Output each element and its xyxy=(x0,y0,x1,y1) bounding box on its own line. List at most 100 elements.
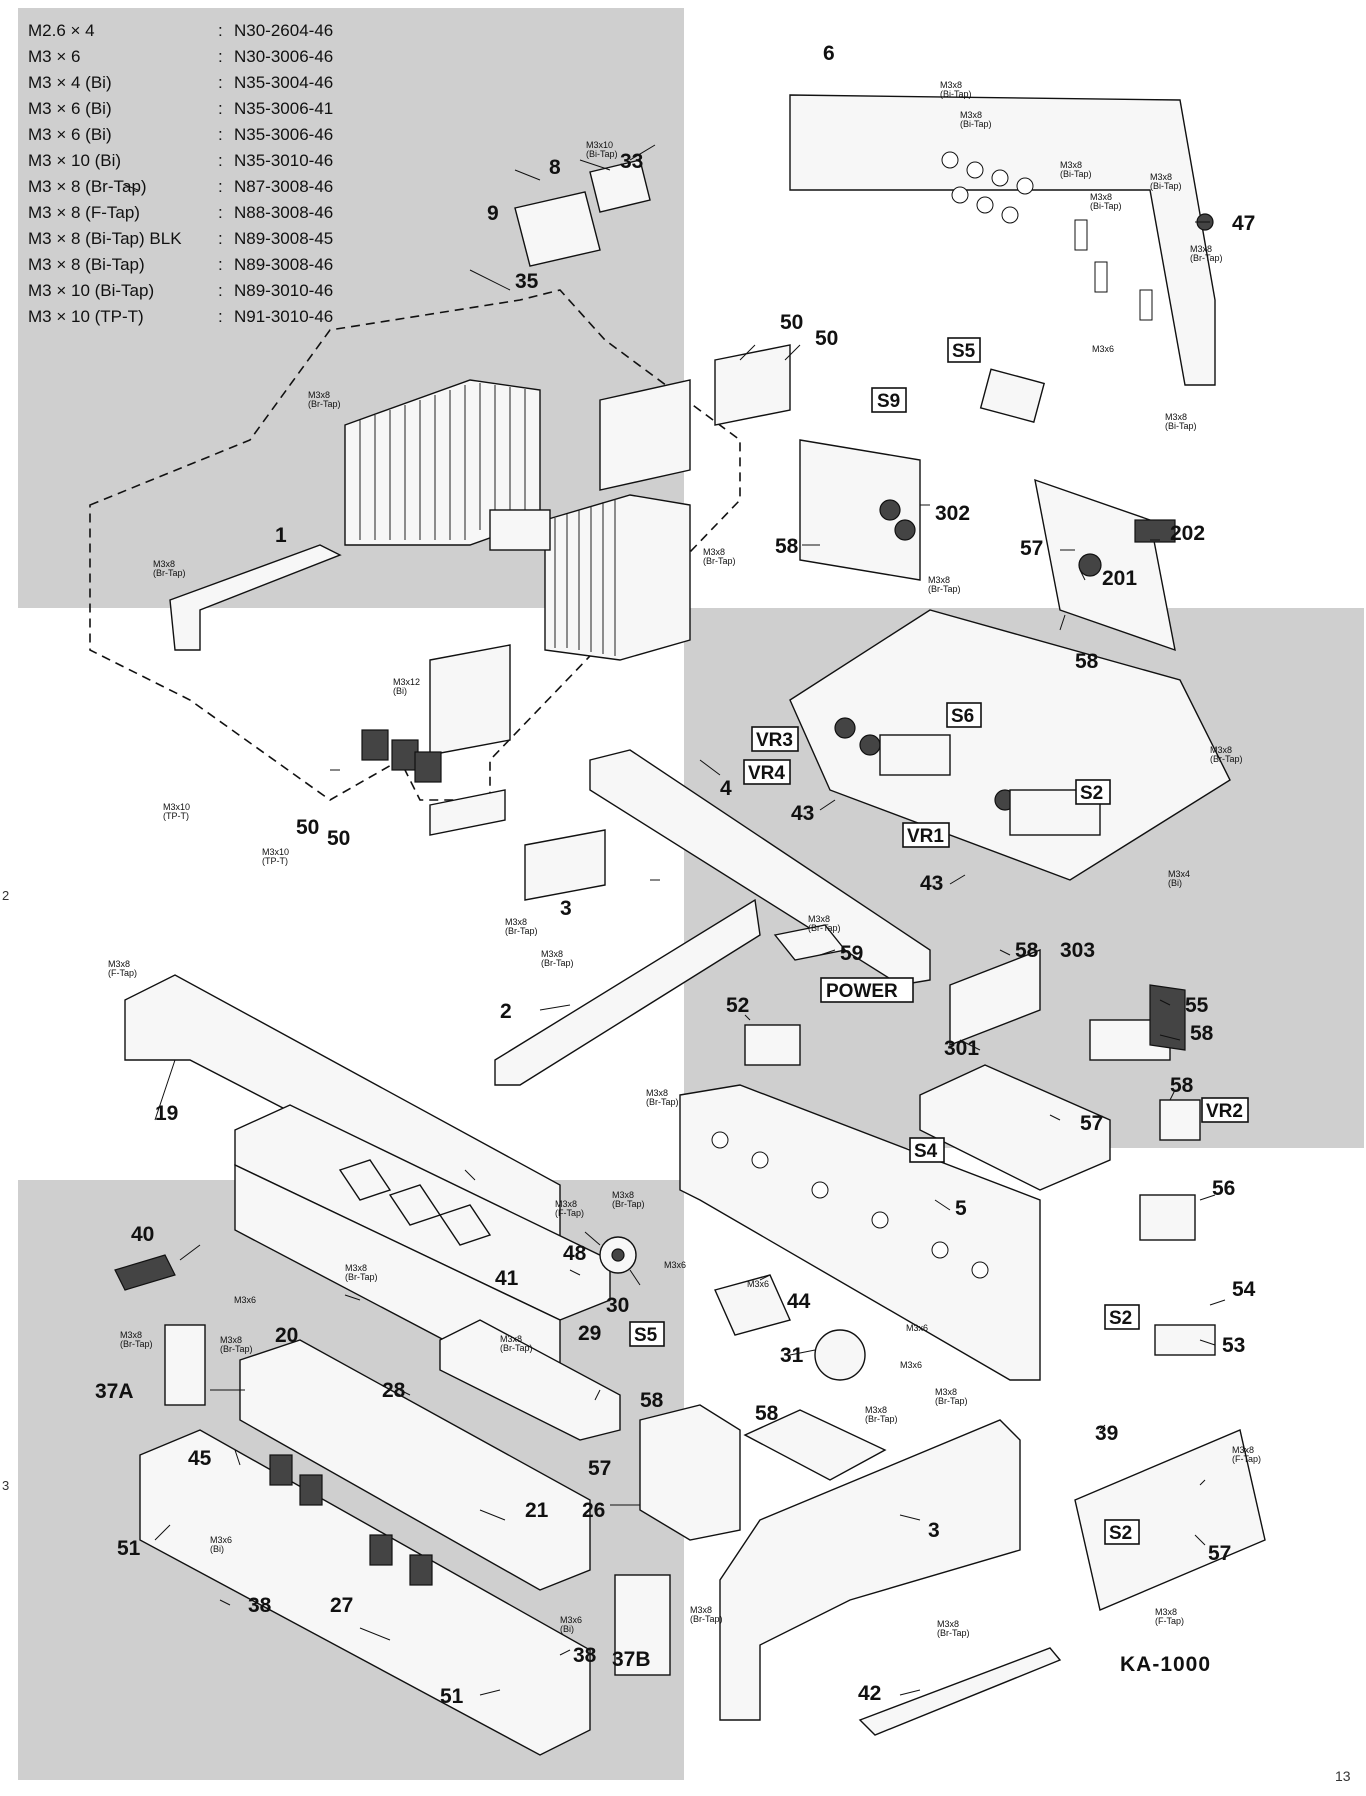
colon: : xyxy=(218,21,223,40)
label-s2-main: S2 xyxy=(1080,783,1103,804)
callout-8: 8 xyxy=(549,156,561,179)
callout-37b: 37B xyxy=(612,1648,651,1671)
screw-note: (Bi-Tap) xyxy=(1060,169,1092,179)
bracket-3 xyxy=(524,829,606,901)
screw-row: M3 × 10 (Bi):N35-3010-46 xyxy=(28,148,384,174)
screw-note: M3x6 xyxy=(747,1279,769,1289)
screw-note: M3x8 xyxy=(1210,745,1232,755)
callout-59: 59 xyxy=(840,942,863,965)
callout-50: 50 xyxy=(815,327,838,350)
rear-panel-jack xyxy=(951,186,969,204)
screw-part-number: N89-3010-46 xyxy=(234,281,334,300)
callout-31: 31 xyxy=(780,1344,804,1367)
callout-58: 58 xyxy=(775,535,799,558)
screw-note: M3x6 xyxy=(900,1360,922,1370)
label-box xyxy=(1075,779,1111,805)
callout-21: 21 xyxy=(525,1499,549,1522)
screw-note: (Bi-Tap) xyxy=(960,119,992,129)
screw-row: M3 × 8 (F-Tap):N88-3008-46 xyxy=(28,200,384,226)
screw-note: M3x8 xyxy=(960,110,982,120)
label-box xyxy=(871,387,907,413)
callout-58: 58 xyxy=(1170,1074,1194,1097)
screw-note: M3x8 xyxy=(646,1088,668,1098)
front-chassis-5 xyxy=(679,1084,1041,1381)
screw-note: (F-Tap) xyxy=(108,968,137,978)
screw-note: M3x8 xyxy=(940,80,962,90)
callout-201: 201 xyxy=(1102,567,1137,590)
screw-note: (Bi) xyxy=(210,1544,224,1554)
pcb-58-lower xyxy=(743,1409,887,1481)
chassis-hole xyxy=(971,1261,989,1279)
component-201 xyxy=(1078,553,1102,577)
screw-row: M3 × 6: N30-3006-46 xyxy=(28,44,384,70)
colon: : xyxy=(218,99,223,118)
bracket-1 xyxy=(169,544,342,651)
screw-part-number: N87-3008-46 xyxy=(234,177,334,196)
screw-note: M3x6 xyxy=(234,1295,256,1305)
label-vr3: VR3 xyxy=(756,730,793,751)
screw-row: M3 × 6 (Bi):N35-3006-41 xyxy=(28,96,384,122)
screw-part-number: N35-3006-41 xyxy=(234,99,334,118)
push-button-45 xyxy=(409,1554,433,1586)
screw-spec: M3 × 6 xyxy=(28,47,81,66)
screw-part-number: N30-3006-46 xyxy=(234,47,334,66)
callout-40: 40 xyxy=(131,1223,154,1246)
screw-spec: M3 × 10 (Bi) xyxy=(28,151,122,170)
screw-spec: M3 × 8 (Bi-Tap) BLK xyxy=(28,229,182,248)
callout-3: 3 xyxy=(560,897,572,920)
bracket-26 xyxy=(639,1404,741,1541)
push-button-45 xyxy=(369,1534,393,1566)
screw-note: (Br-Tap) xyxy=(220,1344,253,1354)
colon: : xyxy=(218,307,223,326)
pcb-57-upright xyxy=(1034,478,1176,652)
screw-spec: M3 × 4 (Bi) xyxy=(28,73,112,92)
bracket-37a xyxy=(164,1324,206,1406)
callout-29: 29 xyxy=(578,1322,601,1345)
screw-row: M3 × 4 (Bi):N35-3004-46 xyxy=(28,70,384,96)
page-number: 13 xyxy=(1335,1768,1351,1784)
heatsink-coupler xyxy=(489,509,551,551)
edge-mark: 3 xyxy=(2,1478,10,1493)
callout-302: 302 xyxy=(935,502,970,525)
main-pcb-58 xyxy=(789,609,1231,881)
pcb-57-lower xyxy=(439,1319,621,1441)
rear-panel-jack xyxy=(991,169,1009,187)
screw-note: M3x6 xyxy=(1092,344,1114,354)
chassis-rail-4 xyxy=(589,749,931,986)
callout-37a: 37A xyxy=(95,1380,134,1403)
screw-note: (Br-Tap) xyxy=(1190,253,1223,263)
connector-bracket-9 xyxy=(514,191,601,267)
colon: : xyxy=(218,203,223,222)
pot-vr4 xyxy=(859,734,881,756)
callout-41: 41 xyxy=(495,1267,519,1290)
chassis-rail-2 xyxy=(494,898,761,1086)
label-s4: S4 xyxy=(914,1141,938,1162)
screw-note: (Bi-Tap) xyxy=(1150,181,1182,191)
colon: : xyxy=(218,229,223,248)
callout-43: 43 xyxy=(920,872,943,895)
callout-27: 27 xyxy=(330,1594,353,1617)
screw-row: M3 × 8 (Bi-Tap) BLK: N89-3008-45 xyxy=(28,226,384,252)
label-box xyxy=(751,726,799,752)
colon: : xyxy=(218,47,223,66)
screw-part-number: N89-3008-46 xyxy=(234,255,334,274)
screw-note: M3x8 xyxy=(345,1263,367,1273)
label-power: POWER xyxy=(826,981,898,1002)
screw-note: (Bi) xyxy=(1168,878,1182,888)
screw-note: (Br-Tap) xyxy=(1210,754,1243,764)
screw-row: M3 × 8 (Bi-Tap):N89-3008-46 xyxy=(28,252,384,278)
screw-spec: M3 × 8 (Br-Tap) xyxy=(28,177,147,196)
screw-part-number: N35-3004-46 xyxy=(234,73,334,92)
screw-note: M3x8 xyxy=(937,1619,959,1629)
sub-panel-21 xyxy=(239,1339,591,1591)
edge-mark: 2 xyxy=(2,888,10,903)
screw-note: (TP-T) xyxy=(262,856,288,866)
callout-58: 58 xyxy=(1190,1022,1214,1045)
screw-note: (Bi-Tap) xyxy=(940,89,972,99)
screw-note: M3x8 xyxy=(935,1387,957,1397)
colon: : xyxy=(218,177,223,196)
screw-part-number: N89-3008-45 xyxy=(234,229,334,248)
label-vr4: VR4 xyxy=(748,763,785,784)
label-box xyxy=(743,759,791,785)
screw-part-number: N35-3006-46 xyxy=(234,125,334,144)
